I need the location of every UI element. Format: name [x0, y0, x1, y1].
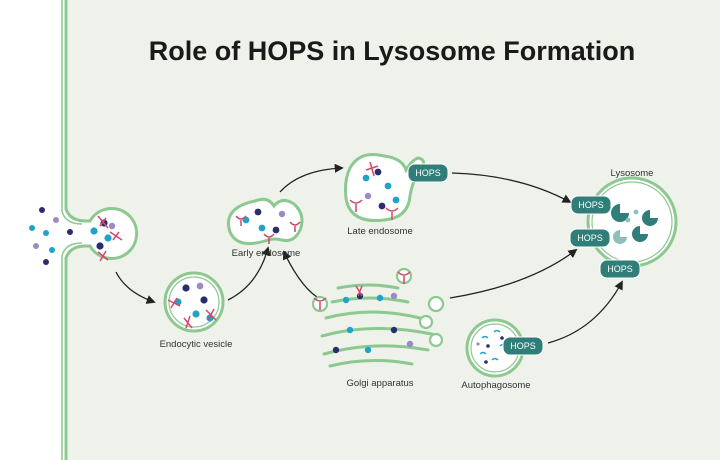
endocytic-pit-content — [90, 215, 123, 262]
label-lysosome: Lysosome — [610, 168, 654, 179]
label-golgi-apparatus: Golgi apparatus — [346, 378, 414, 389]
arrow-early-to-late — [279, 163, 344, 193]
golgi-cargo — [313, 271, 414, 354]
hops-lysosome-box-3 — [599, 259, 641, 279]
endocytic-vesicle — [163, 271, 225, 333]
diagram-title: Role of HOPS in Lysosome Formation — [148, 36, 636, 66]
pathway-arrows — [115, 163, 623, 344]
hops-label-autophagosome: HOPS — [510, 341, 536, 351]
plasma-membrane — [61, 0, 139, 460]
hops-label-lysosome-1: HOPS — [578, 200, 604, 210]
arrow-golgi-to-lysosome — [449, 248, 578, 299]
hops-autophagosome-box — [502, 336, 544, 356]
label-autophagosome: Autophagosome — [461, 380, 531, 391]
lysosome-enzymes — [611, 204, 658, 244]
hops-lysosome-box-1 — [570, 195, 612, 215]
label-endocytic-vesicle: Endocytic vesicle — [159, 339, 233, 350]
arrow-vesicle-to-early — [227, 246, 271, 301]
label-late-endosome: Late endosome — [347, 226, 413, 237]
hops-label-lysosome-3: HOPS — [607, 264, 633, 274]
arrow-pit-to-vesicle — [115, 271, 156, 304]
early-endosome — [227, 197, 304, 246]
label-early-endosome: Early endosome — [231, 248, 301, 259]
hops-label-late-endosome: HOPS — [415, 168, 441, 178]
arrow-autophagosome-to-lysosome — [547, 280, 623, 344]
hops-late-endosome-box — [407, 163, 449, 183]
extracellular-particles — [29, 207, 73, 265]
autophagosome — [465, 318, 544, 378]
cell-interior — [66, 0, 720, 460]
hops-lysosome-box-2 — [569, 228, 611, 248]
lysosome — [569, 176, 678, 279]
hops-label-lysosome-2: HOPS — [577, 233, 603, 243]
arrow-late-to-lysosome — [451, 172, 572, 203]
late-endosome — [344, 153, 449, 223]
